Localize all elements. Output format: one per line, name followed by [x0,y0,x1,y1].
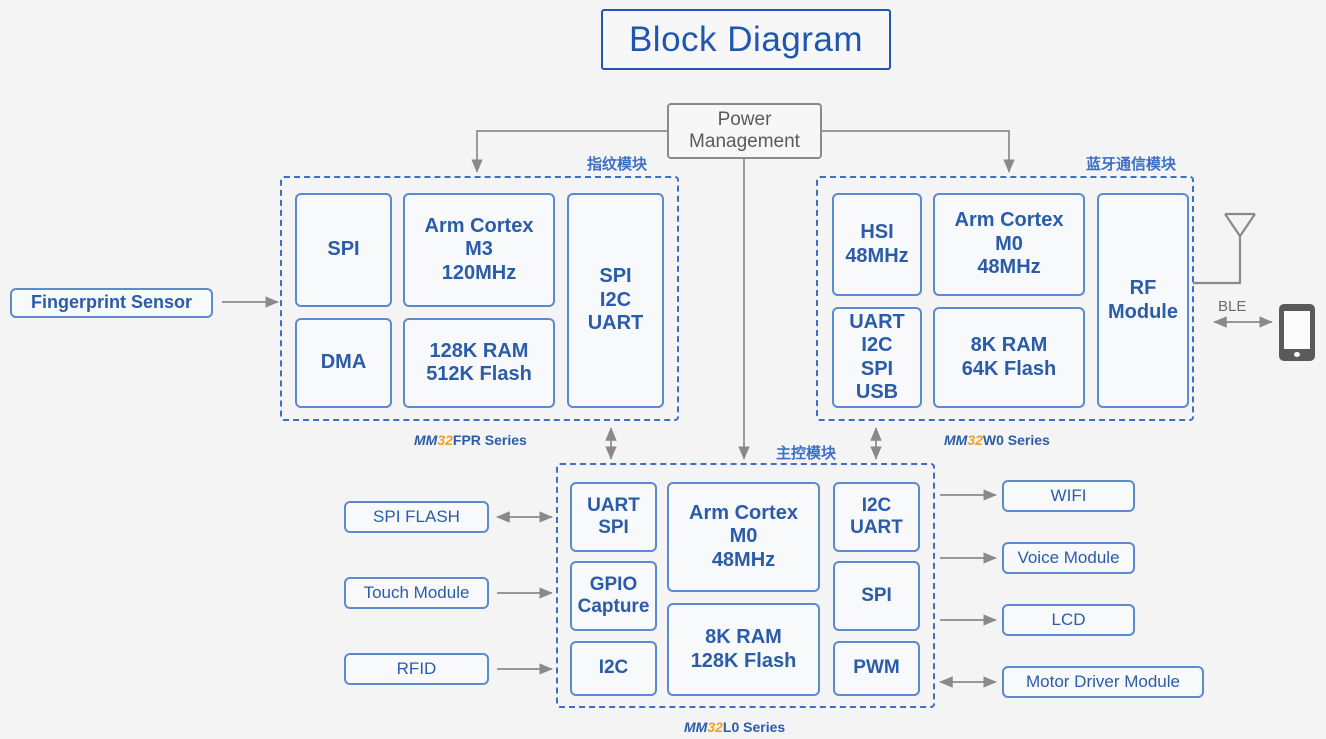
main-module-label: 主控模块 [776,445,837,462]
fingerprint-module-label: 指纹模块 [587,156,648,173]
series-suffix: L0 Series [722,719,786,735]
series-number: 32 [437,432,453,448]
ble-label: BLE [1218,298,1247,315]
w0-block-arm-cortex-m0: Arm Cortex M0 48MHz [933,193,1085,296]
fingerprint-module-container [280,176,679,421]
smartphone-icon [1279,304,1315,361]
peripheral-wifi: WIFI [1002,480,1135,512]
peripheral-touch-module: Touch Module [344,577,489,609]
l0-block-spi: SPI [833,561,920,631]
page-title: Block Diagram [601,9,891,70]
fpr-block-memory: 128K RAM 512K Flash [403,318,555,408]
l0-block-gpio-capture: GPIO Capture [570,561,657,631]
power-management-block: Power Management [667,103,822,159]
l0-block-arm-cortex-m0: Arm Cortex M0 48MHz [667,482,820,592]
l0-block-uart-spi: UART SPI [570,482,657,552]
w0-block-memory: 8K RAM 64K Flash [933,307,1085,408]
fingerprint-series-label: MM32FPR Series [414,432,527,448]
series-suffix: FPR Series [452,432,527,448]
fingerprint-sensor-block: Fingerprint Sensor [10,288,213,318]
l0-block-pwm: PWM [833,641,920,696]
main-series-label: MM32L0 Series [684,719,785,735]
phone-screen [1284,311,1310,349]
peripheral-lcd: LCD [1002,604,1135,636]
series-suffix: W0 Series [982,432,1050,448]
phone-home-button [1294,352,1300,357]
fpr-block-spi-i2c-uart: SPI I2C UART [567,193,664,408]
peripheral-rfid: RFID [344,653,489,685]
bluetooth-module-label: 蓝牙通信模块 [1086,156,1177,173]
fpr-block-arm-cortex-m3: Arm Cortex M3 120MHz [403,193,555,307]
peripheral-motor-driver-module: Motor Driver Module [1002,666,1204,698]
fpr-block-spi: SPI [295,193,392,307]
w0-block-rf-module: RF Module [1097,193,1189,408]
series-number: 32 [707,719,723,735]
series-prefix: MM [944,432,968,448]
peripheral-voice-module: Voice Module [1002,542,1135,574]
fpr-block-dma: DMA [295,318,392,408]
l0-block-i2c-uart: I2C UART [833,482,920,552]
w0-block-uart-i2c-spi-usb: UART I2C SPI USB [832,307,922,408]
w0-block-hsi: HSI 48MHz [832,193,922,296]
bluetooth-module-container [816,176,1194,421]
series-prefix: MM [414,432,438,448]
l0-block-i2c: I2C [570,641,657,696]
l0-block-memory: 8K RAM 128K Flash [667,603,820,696]
series-prefix: MM [684,719,708,735]
main-module-container [556,463,935,708]
series-number: 32 [967,432,983,448]
bluetooth-series-label: MM32W0 Series [944,432,1050,448]
peripheral-spi-flash: SPI FLASH [344,501,489,533]
